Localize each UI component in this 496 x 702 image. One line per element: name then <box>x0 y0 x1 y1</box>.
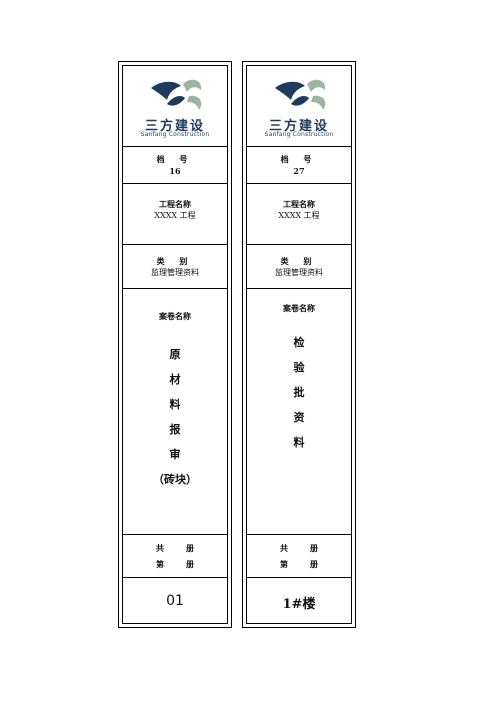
category-label: 类 别 <box>280 256 318 266</box>
volume-sequence-line: 第册 <box>280 559 318 569</box>
spine-label-1: 三方建设 Sanfang Construction 档 号 16 工程名称 XX… <box>118 61 232 628</box>
spine-number: 1#楼 <box>282 597 316 612</box>
volume-title: 检 验 批 资 料 <box>247 330 351 455</box>
project-name-label: 工程名称 <box>159 199 191 209</box>
archive-number-cell: 档 号 16 <box>123 147 227 184</box>
volume-title-char: 检 <box>293 336 305 349</box>
archive-number-cell: 档 号 27 <box>247 147 351 184</box>
project-name-cell: 工程名称 XXXX 工程 <box>123 184 227 245</box>
category-cell: 类 别 监理管理资料 <box>247 245 351 289</box>
volume-title-char: 批 <box>293 386 305 399</box>
volume-count-cell: 共册 第册 <box>247 535 351 578</box>
project-name-value: XXXX 工程 <box>154 211 196 220</box>
category-label: 类 别 <box>156 256 194 266</box>
volume-title-char: 报 <box>169 423 181 436</box>
project-name-value: XXXX 工程 <box>278 211 320 220</box>
volume-title: 原 材 料 报 审 （砖块） <box>123 342 227 492</box>
volume-title-cell: 案卷名称 原 材 料 报 审 （砖块） <box>123 289 227 535</box>
project-name-label: 工程名称 <box>283 199 315 209</box>
spine-number: 01 <box>166 593 184 609</box>
volume-title-char: （砖块） <box>153 473 197 486</box>
volume-title-char: 资 <box>293 411 305 424</box>
logo-cell: 三方建设 Sanfang Construction <box>247 66 351 147</box>
volume-title-char: 原 <box>169 348 181 361</box>
spine-label-2: 三方建设 Sanfang Construction 档 号 27 工程名称 XX… <box>242 61 356 628</box>
logo-chinese-name: 三方建设 <box>268 119 329 134</box>
logo-cell: 三方建设 Sanfang Construction <box>123 66 227 147</box>
volume-title-char: 料 <box>293 436 305 449</box>
logo-english-name: Sanfang Construction <box>264 131 334 138</box>
volume-title-char: 料 <box>169 398 181 411</box>
archive-number-value: 27 <box>293 166 305 176</box>
project-name-cell: 工程名称 XXXX 工程 <box>247 184 351 245</box>
company-logo-icon <box>275 79 326 110</box>
volume-count-cell: 共册 第册 <box>123 535 227 578</box>
logo-chinese-name: 三方建设 <box>144 119 205 134</box>
volume-title-char: 材 <box>169 373 181 386</box>
archive-number-label: 档 号 <box>156 154 194 164</box>
spine-number-cell: 01 <box>123 578 227 627</box>
spine-frame: 三方建设 Sanfang Construction 档 号 16 工程名称 XX… <box>122 65 228 624</box>
volume-title-label: 案卷名称 <box>159 311 191 321</box>
archive-number-value: 16 <box>169 166 181 176</box>
volume-sequence-line: 第册 <box>156 559 194 569</box>
spine-frame: 三方建设 Sanfang Construction 档 号 27 工程名称 XX… <box>246 65 352 624</box>
company-logo-icon <box>151 79 202 110</box>
volume-title-char: 验 <box>293 361 305 374</box>
volume-title-label: 案卷名称 <box>283 303 315 313</box>
logo-english-name: Sanfang Construction <box>140 131 210 138</box>
total-volumes-line: 共册 <box>280 543 318 553</box>
volume-title-char: 审 <box>169 448 181 461</box>
spine-number-cell: 1#楼 <box>247 578 351 627</box>
category-value: 监理管理资料 <box>275 268 323 277</box>
category-cell: 类 别 监理管理资料 <box>123 245 227 289</box>
archive-number-label: 档 号 <box>280 154 318 164</box>
category-value: 监理管理资料 <box>151 268 199 277</box>
total-volumes-line: 共册 <box>156 543 194 553</box>
volume-title-cell: 案卷名称 检 验 批 资 料 <box>247 289 351 535</box>
